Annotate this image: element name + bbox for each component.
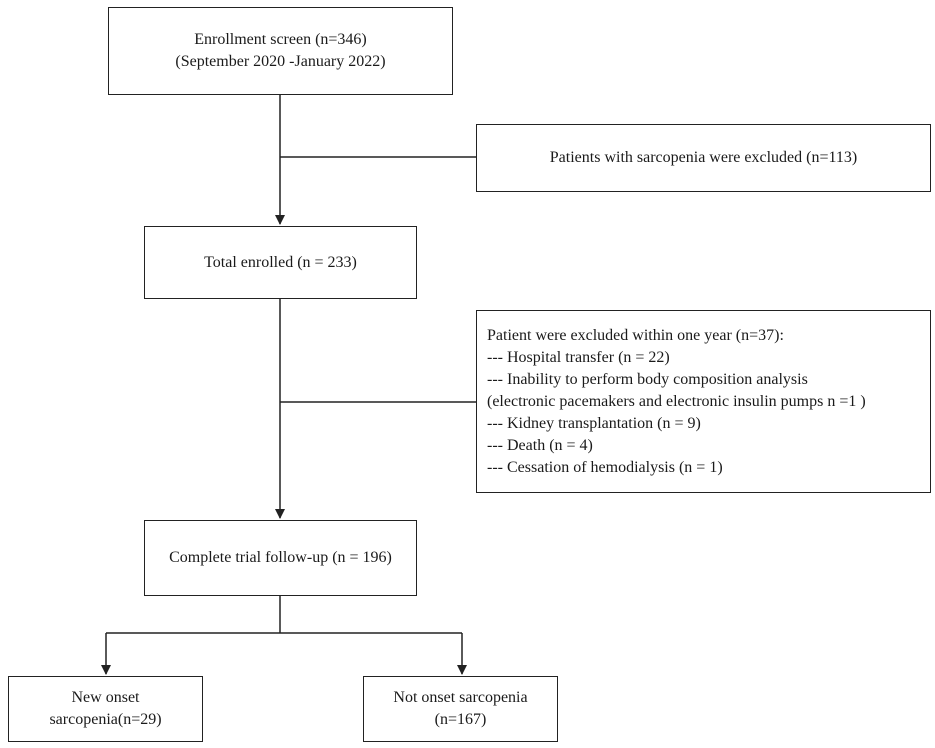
- enrollment-screen-box: Enrollment screen (n=346) (September 202…: [108, 7, 453, 95]
- excluded-year-heading: Patient were excluded within one year (n…: [487, 326, 784, 344]
- excluded-year-item-cessation-hemodialysis: --- Cessation of hemodialysis (n = 1): [487, 458, 723, 476]
- not-onset-label: Not onset sarcopenia: [393, 689, 528, 706]
- excluded-sarcopenia-label: Patients with sarcopenia were excluded (…: [549, 149, 858, 166]
- total-enrolled-box: Total enrolled (n = 233): [144, 226, 417, 299]
- not-onset-count: (n=167): [434, 711, 487, 728]
- enrollment-period: (September 2020 -January 2022): [175, 53, 386, 70]
- excluded-within-year-box: Patient were excluded within one year (n…: [476, 310, 931, 493]
- new-onset-box: New onset sarcopenia(n=29): [8, 676, 203, 742]
- enrollment-label: Enrollment screen (n=346): [194, 31, 367, 48]
- new-onset-label: New onset: [71, 689, 140, 706]
- not-onset-box: Not onset sarcopenia (n=167): [363, 676, 558, 742]
- excluded-year-item-death: --- Death (n = 4): [487, 436, 593, 454]
- follow-up-label: Complete trial follow-up (n = 196): [169, 549, 392, 566]
- excluded-sarcopenia-box: Patients with sarcopenia were excluded (…: [476, 124, 931, 192]
- excluded-year-item-hospital-transfer: --- Hospital transfer (n = 22): [487, 348, 670, 366]
- excluded-year-item-kidney-transplant: --- Kidney transplantation (n = 9): [487, 414, 701, 432]
- follow-up-box: Complete trial follow-up (n = 196): [144, 520, 417, 596]
- excluded-year-item-body-composition-detail: (electronic pacemakers and electronic in…: [487, 392, 866, 410]
- new-onset-count: sarcopenia(n=29): [49, 711, 162, 728]
- excluded-year-item-body-composition: --- Inability to perform body compositio…: [487, 370, 808, 388]
- total-enrolled-label: Total enrolled (n = 233): [204, 253, 357, 271]
